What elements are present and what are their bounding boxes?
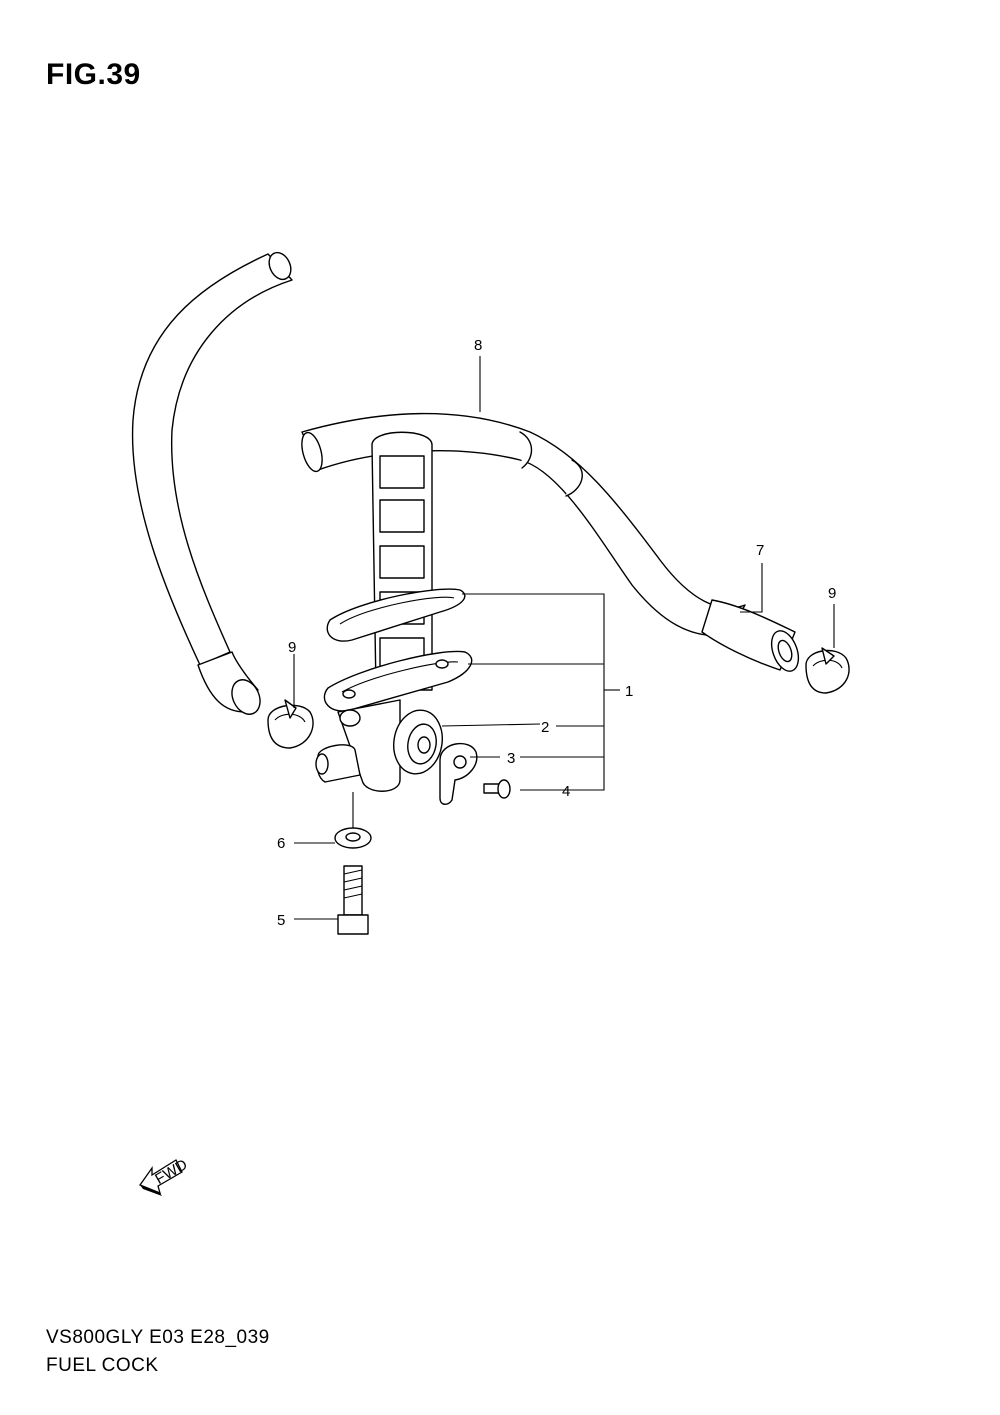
callout-9-left: 9 [288, 639, 296, 656]
fuel-cock-seal [393, 709, 443, 775]
hose-left [131, 251, 293, 715]
fuel-cock-strainer [371, 431, 433, 691]
callout-7: 7 [756, 542, 764, 559]
fwd-label: FWD [152, 1156, 190, 1188]
hose-clamp-right [805, 647, 850, 694]
callout-5: 5 [277, 912, 285, 929]
fuel-cock-valve-body [315, 699, 401, 792]
hose-clamp-left [267, 699, 314, 749]
model-code: VS800GLY E03 E28_039 [46, 1327, 270, 1348]
washer [334, 827, 372, 849]
leader-lines [293, 356, 835, 920]
forward-direction-arrow-icon: FWD [138, 1156, 191, 1196]
fuel-cock-flange [323, 650, 473, 712]
callout-3: 3 [507, 750, 515, 767]
fuel-cock-lever [439, 742, 478, 805]
callout-9-right: 9 [828, 585, 836, 602]
section-name: FUEL COCK [46, 1355, 159, 1376]
hose-right [301, 412, 746, 637]
bolt [337, 865, 369, 935]
callout-1: 1 [625, 683, 633, 700]
lever-screw [483, 779, 511, 799]
callout-2: 2 [541, 719, 549, 736]
figure-title: FIG.39 [46, 58, 141, 91]
callout-8: 8 [474, 337, 482, 354]
callout-4: 4 [562, 783, 570, 800]
callout-6: 6 [277, 835, 285, 852]
fuel-cock-gasket [326, 588, 466, 642]
hose-end-7 [701, 599, 800, 672]
